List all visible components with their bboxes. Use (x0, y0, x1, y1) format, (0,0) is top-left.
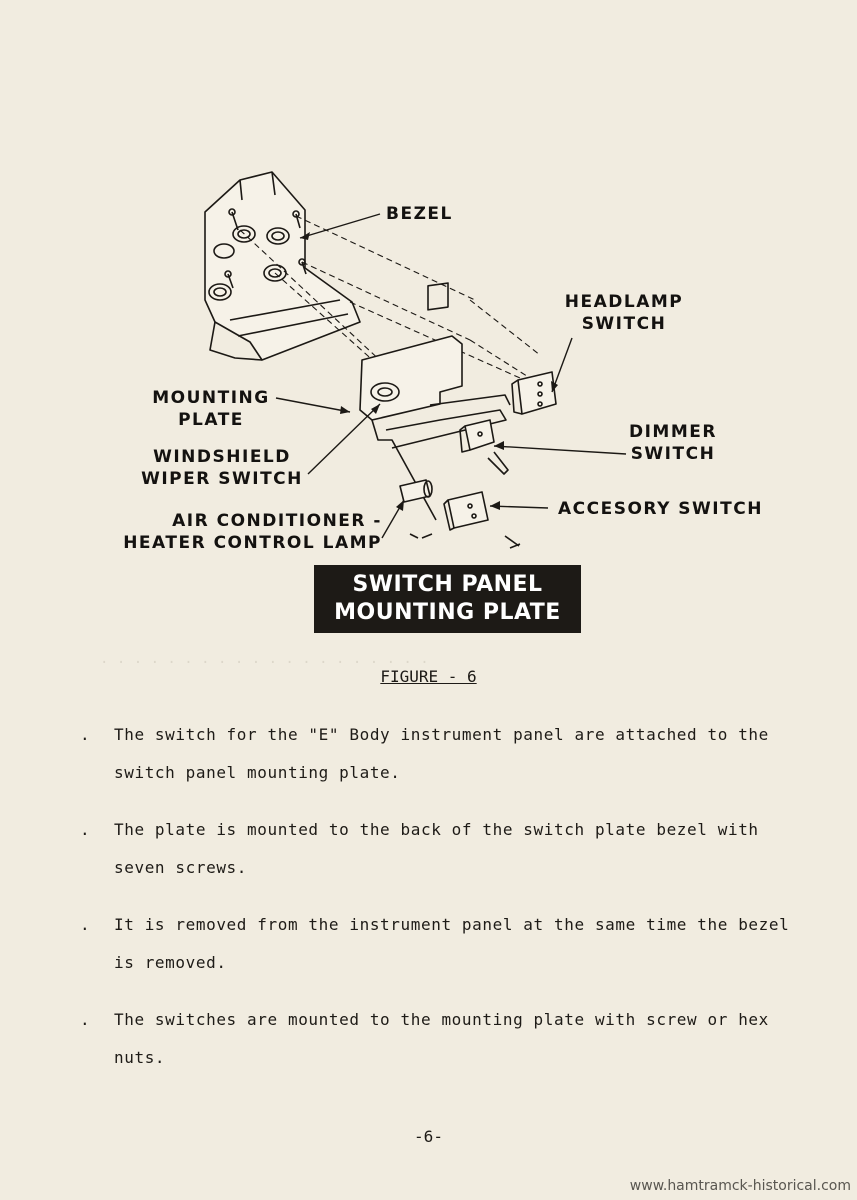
bullet-text: The switches are mounted to the mounting… (114, 1010, 769, 1067)
accessory-switch-part (443, 491, 521, 549)
bezel-part (204, 171, 361, 361)
bullet-text: The switch for the "E" Body instrument p… (114, 725, 769, 782)
figure-caption-text: FIGURE - 6 (380, 667, 477, 686)
figure-title-line-2: MOUNTING PLATE (334, 600, 561, 625)
callout-accessory-switch: ACCESORY SWITCH (558, 499, 763, 519)
bleed-through: · · · · · · · · · · · · · · · · · · · · (100, 655, 429, 671)
callout-windshield-wiper-switch: WINDSHIELD WIPER SWITCH (140, 446, 304, 490)
callout-wiper-line-2: WIPER SWITCH (141, 469, 303, 489)
headlamp-switch-part (511, 371, 557, 415)
bullet-dot: . (80, 915, 91, 934)
callout-mounting-line-2: PLATE (178, 410, 244, 430)
bullet-item: . The switch for the "E" Body instrument… (80, 716, 800, 792)
callout-bezel: BEZEL (386, 204, 453, 224)
bullet-item: . The plate is mounted to the back of th… (80, 811, 800, 887)
callout-headlamp-switch: HEADLAMP SWITCH (562, 291, 686, 335)
site-watermark: www.hamtramck-historical.com (629, 1178, 851, 1194)
page-number: -6- (414, 1127, 443, 1146)
callout-ac-line-1: AIR CONDITIONER - (172, 511, 382, 531)
figure-title-line-1: SWITCH PANEL (352, 572, 543, 597)
callout-dimmer-line-1: DIMMER (629, 422, 717, 442)
mounting-plate-part (359, 282, 511, 521)
callout-dimmer-switch: DIMMER SWITCH (628, 421, 718, 465)
bullet-item: . The switches are mounted to the mounti… (80, 1001, 800, 1077)
dimmer-switch-part (459, 419, 509, 475)
callout-headlamp-line-2: SWITCH (581, 314, 667, 334)
callout-mounting-plate: MOUNTING PLATE (148, 387, 274, 431)
ac-lamp-part (399, 479, 433, 539)
switch-panel-diagram (204, 171, 627, 549)
callout-ac-line-2: HEATER CONTROL LAMP (123, 533, 382, 553)
bullet-dot: . (80, 1010, 91, 1029)
bullet-dot: . (80, 820, 91, 839)
callout-headlamp-line-1: HEADLAMP (564, 292, 684, 312)
callout-wiper-line-1: WINDSHIELD (153, 447, 291, 467)
bullet-text: The plate is mounted to the back of the … (114, 820, 759, 877)
callout-mounting-line-1: MOUNTING (152, 388, 270, 408)
callout-dimmer-line-2: SWITCH (630, 444, 716, 464)
bullet-dot: . (80, 725, 91, 744)
callout-air-conditioner-lamp: AIR CONDITIONER - HEATER CONTROL LAMP (120, 510, 382, 554)
bullet-item: . It is removed from the instrument pane… (80, 906, 800, 982)
arrow-heads (300, 232, 558, 511)
figure-caption: FIGURE - 6 (0, 667, 857, 686)
bullet-text: It is removed from the instrument panel … (114, 915, 790, 972)
figure-title-box: SWITCH PANEL MOUNTING PLATE (314, 565, 581, 633)
